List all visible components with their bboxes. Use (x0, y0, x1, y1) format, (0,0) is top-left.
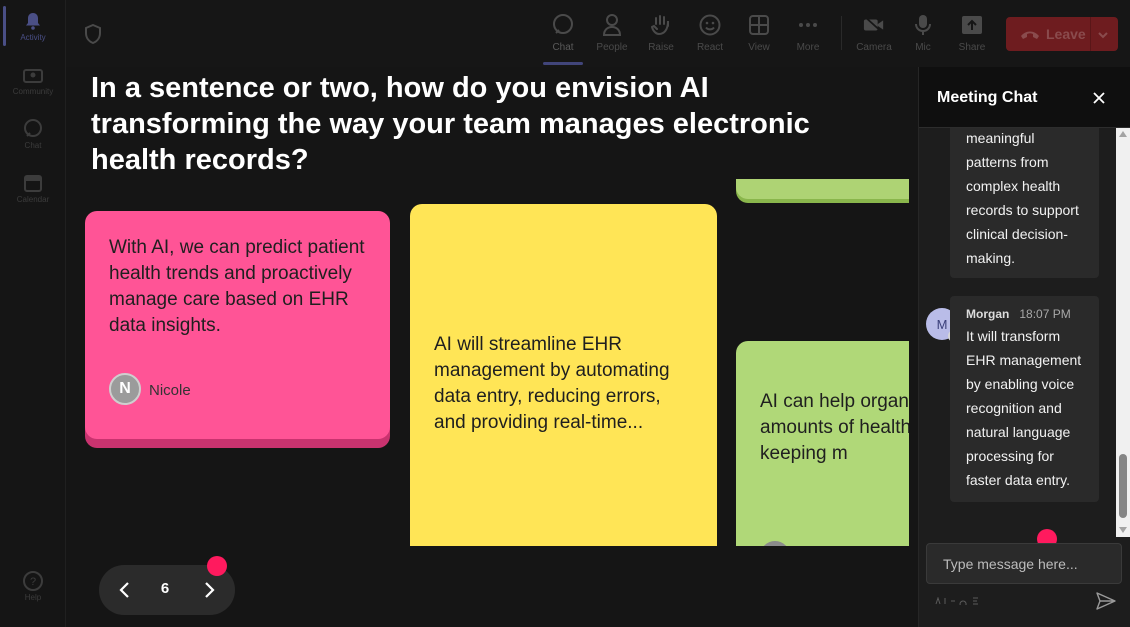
more-dots-icon (797, 12, 819, 38)
raise-hand-icon (650, 12, 672, 38)
rail-active-indicator (3, 6, 6, 46)
microphone-icon (912, 12, 934, 38)
page-number: 6 (160, 580, 170, 597)
toolbar-label: Share (958, 42, 986, 53)
smiley-icon (699, 12, 721, 38)
toolbar-react-button[interactable]: React (687, 12, 733, 62)
toolbar-raise-button[interactable]: Raise (638, 12, 684, 62)
toolbar-label: Raise (648, 42, 674, 53)
toolbar-label: Mic (915, 42, 931, 53)
rail-item-community[interactable]: Community (0, 64, 66, 116)
sticky-note-text: AI can help organize and analyze vast am… (760, 389, 909, 467)
camera-off-icon (863, 12, 885, 38)
toolbar-label: React (696, 42, 724, 53)
share-screen-icon (961, 12, 983, 38)
chat-header: Meeting Chat (919, 67, 1130, 128)
avatar-initial: M (936, 316, 948, 332)
toolbar-label: Camera (856, 42, 892, 53)
people-icon (601, 12, 623, 38)
toolbar-more-button[interactable]: More (785, 12, 831, 62)
chat-scrollbar[interactable] (1116, 128, 1130, 537)
sticky-note-text: With AI, we can predict patient health t… (109, 237, 365, 336)
sticky-note-author: Nicole (149, 382, 191, 399)
chat-message-text: meaningful patterns from complex health … (966, 130, 1079, 266)
sticky-note-text-content: AI can help organize and analyze vast am… (760, 391, 909, 464)
calendar-icon (22, 172, 44, 194)
svg-text:?: ? (30, 576, 36, 588)
chat-messages: meaningful patterns from complex health … (919, 128, 1117, 536)
chat-message-meta: Morgan 18:07 PM (966, 302, 1085, 326)
send-icon[interactable] (1096, 592, 1116, 610)
chevron-right-icon[interactable] (199, 579, 219, 601)
close-icon[interactable] (1091, 90, 1107, 106)
chevron-left-icon[interactable] (115, 579, 135, 601)
sticky-note-text: AI will streamline EHR management by aut… (434, 334, 670, 433)
hang-up-icon (1020, 28, 1040, 40)
leave-button[interactable]: Leave (1006, 17, 1118, 51)
sticky-board: With AI, we can predict patient health t… (66, 179, 909, 546)
avatar (760, 541, 790, 546)
scroll-up-arrow-icon[interactable] (1119, 131, 1127, 137)
community-icon (22, 64, 44, 86)
meeting-chat-panel: Meeting Chat meaningful patterns from co… (918, 67, 1130, 627)
chat-icon (22, 118, 44, 140)
chat-message-text: It will transform EHR management by enab… (966, 328, 1082, 488)
help-icon: ? (22, 570, 44, 592)
leave-label: Leave (1046, 26, 1086, 42)
rail-label: Activity (20, 33, 46, 42)
chat-title: Meeting Chat (937, 89, 1038, 106)
formatting-icons[interactable] (935, 596, 983, 608)
chevron-down-icon[interactable] (1097, 28, 1109, 40)
toolbar-label: Chat (552, 42, 574, 53)
board-question: In a sentence or two, how do you envisio… (91, 72, 810, 176)
whiteboard-stage: In a sentence or two, how do you envisio… (66, 67, 918, 627)
meeting-toolbar: Chat People Raise React View (66, 0, 1130, 67)
chat-bubble-icon (552, 12, 574, 38)
left-rail: Activity Community Chat Calendar ? Help (0, 0, 66, 627)
scroll-down-arrow-icon[interactable] (1119, 527, 1127, 533)
toolbar-share-button[interactable]: Share (949, 12, 995, 62)
rail-item-help[interactable]: ? Help (0, 570, 66, 622)
toolbar-label: People (596, 42, 628, 53)
grid-view-icon (748, 12, 770, 38)
chat-message: meaningful patterns from complex health … (950, 128, 1099, 278)
chat-message: Morgan 18:07 PM It will transform EHR ma… (950, 296, 1099, 502)
chat-message-author: Morgan (966, 307, 1010, 321)
sticky-note[interactable]: With AI, we can predict patient health t… (85, 211, 390, 439)
leave-divider (1090, 17, 1091, 51)
chat-message-time: 18:07 PM (1019, 307, 1071, 321)
sticky-note[interactable]: AI will streamline EHR management by aut… (410, 204, 717, 546)
sticky-note[interactable]: AI can help organize and analyze vast am… (736, 341, 909, 546)
chat-message-input[interactable] (926, 543, 1122, 584)
rail-label: Help (24, 593, 42, 602)
notification-dot (207, 556, 227, 576)
rail-item-activity[interactable]: Activity (0, 10, 66, 62)
sticky-note[interactable] (736, 179, 909, 199)
rail-item-chat[interactable]: Chat (0, 118, 66, 170)
toolbar-people-button[interactable]: People (589, 12, 635, 62)
toolbar-view-button[interactable]: View (736, 12, 782, 62)
avatar: N (109, 373, 141, 405)
toolbar-divider (841, 16, 842, 50)
active-tab-indicator (543, 62, 583, 65)
toolbar-label: View (748, 42, 770, 53)
toolbar-camera-button[interactable]: Camera (851, 12, 897, 62)
rail-item-calendar[interactable]: Calendar (0, 172, 66, 224)
toolbar-label: More (796, 42, 820, 53)
toolbar-mic-button[interactable]: Mic (900, 12, 946, 62)
toolbar-chat-button[interactable]: Chat (540, 12, 586, 62)
rail-label: Community (12, 87, 54, 96)
shield-icon (84, 23, 102, 45)
rail-label: Chat (24, 141, 42, 150)
bell-icon (22, 10, 44, 32)
rail-label: Calendar (16, 195, 50, 204)
scroll-thumb[interactable] (1119, 454, 1127, 518)
